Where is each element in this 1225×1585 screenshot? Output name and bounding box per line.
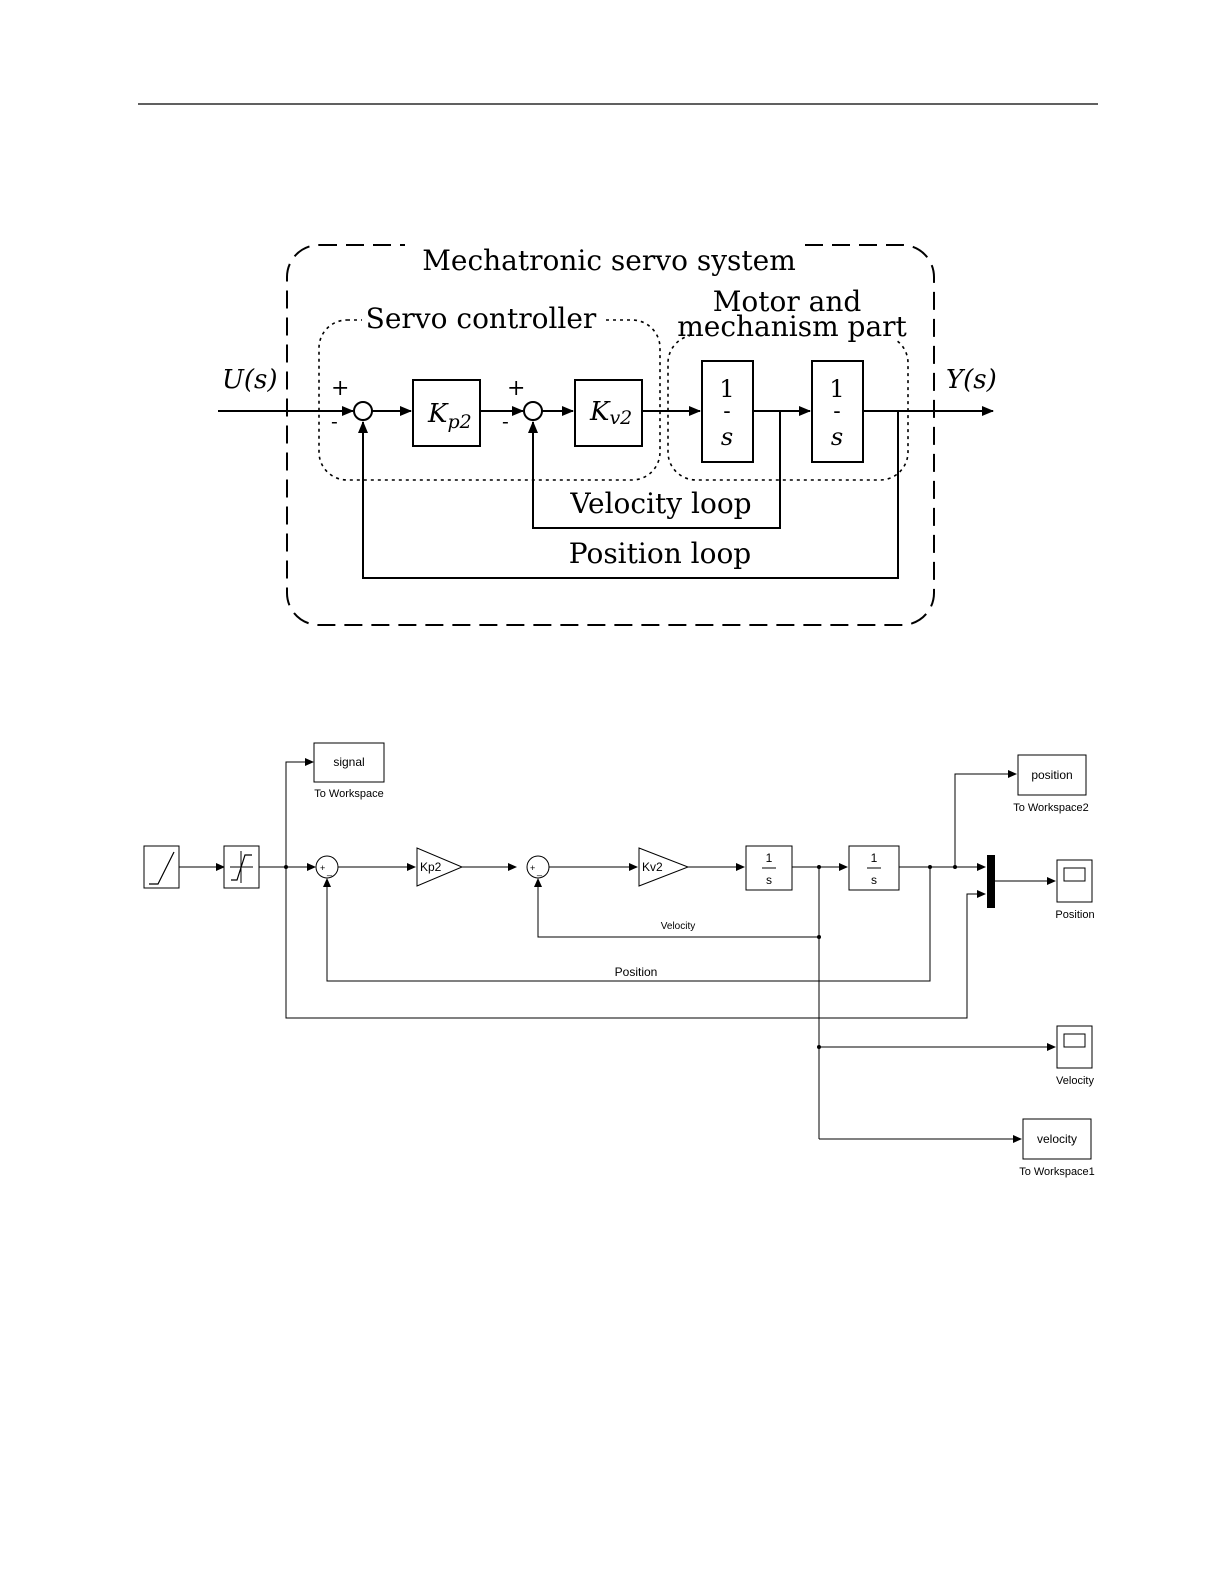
velocity-line-label: Velocity: [661, 921, 695, 932]
integrator-1-denominator: s: [721, 423, 733, 451]
sum2-minus: -: [502, 409, 509, 433]
sum1-plus-sign: +: [320, 863, 325, 873]
integrator-1-bar: -: [723, 399, 730, 424]
sum1-plus: +: [331, 376, 349, 401]
signal-block-label: signal: [333, 755, 364, 769]
velocity-block-label: velocity: [1037, 1132, 1077, 1146]
velocity-scope-caption: Velocity: [1056, 1075, 1094, 1087]
signal-block-caption: To Workspace: [314, 788, 384, 800]
sum2-plus-sign: +: [530, 863, 535, 873]
sum2-plus: +: [507, 376, 525, 401]
sum1-minus-sign: _: [326, 866, 333, 876]
integrator-2-bar: -: [833, 399, 840, 424]
output-label: Y(s): [946, 365, 997, 395]
upper-block-diagram: Mechatronic servo system Servo controlle…: [218, 238, 997, 625]
input-label: U(s): [222, 365, 278, 395]
outer-box-label: Mechatronic servo system: [422, 244, 796, 277]
position-line-label: Position: [615, 965, 658, 979]
mux-block[interactable]: [987, 855, 995, 908]
sum-junction-2: [524, 402, 542, 420]
velocity-block-caption: To Workspace1: [1019, 1166, 1095, 1178]
simulink-model: signal To Workspace + _ Kp2 + _ Kv2 1 s …: [144, 743, 1095, 1178]
kp2-gain-label: Kp2: [420, 860, 442, 874]
integrator-2-denominator: s: [831, 423, 843, 451]
integrator-2-num: 1: [871, 851, 878, 865]
velocity-scope-screen-icon: [1064, 1034, 1085, 1047]
integrator-1-num: 1: [766, 851, 773, 865]
sum1-minus: -: [331, 409, 338, 433]
position-block-label: position: [1031, 768, 1072, 782]
position-scope-caption: Position: [1055, 909, 1094, 921]
scope-screen-icon: [1064, 868, 1085, 881]
sum2-minus-sign: _: [536, 866, 543, 876]
motor-label-line2: mechanism part: [677, 310, 907, 343]
sum-junction-1: [354, 402, 372, 420]
position-block-caption: To Workspace2: [1013, 802, 1089, 814]
servo-controller-label: Servo controller: [366, 302, 597, 335]
integrator-2-den: s: [871, 873, 877, 887]
velocity-loop-label: Velocity loop: [569, 487, 751, 520]
integrator-1-den: s: [766, 873, 772, 887]
kv2-gain-label: Kv2: [642, 860, 663, 874]
position-loop-label: Position loop: [569, 537, 751, 570]
